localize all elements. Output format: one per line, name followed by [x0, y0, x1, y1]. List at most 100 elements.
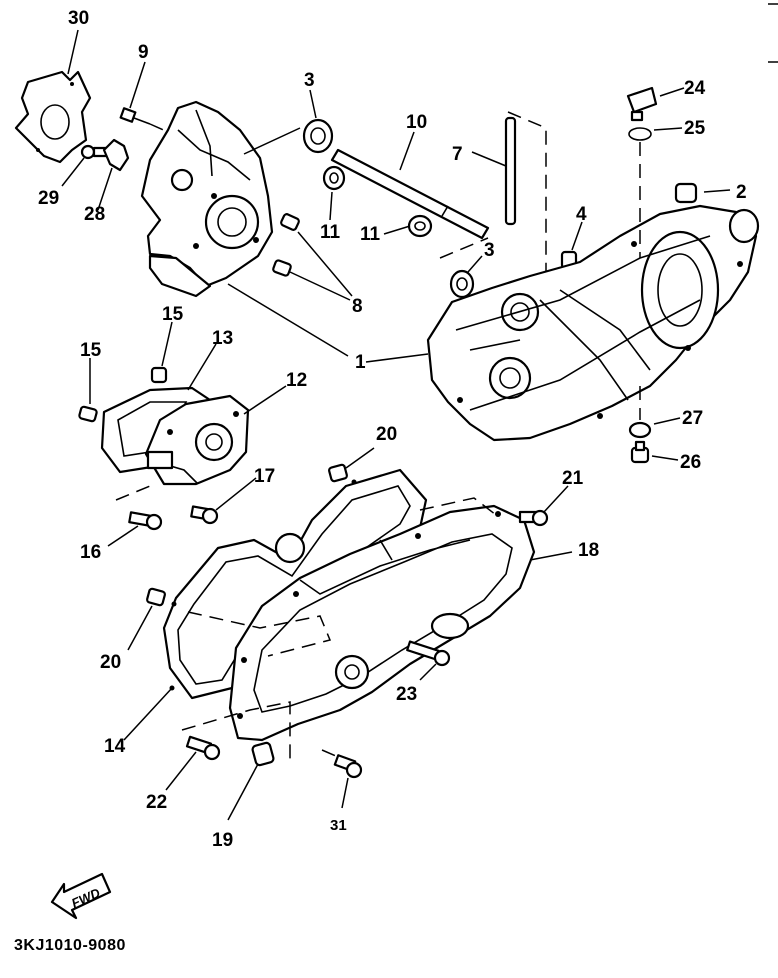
part-9-bolt — [119, 107, 151, 125]
callout-labels: 1 2 3 3 4 7 8 9 10 11 11 12 13 14 15 15 … — [38, 8, 747, 851]
callout-8: 8 — [352, 296, 363, 317]
part-26-bolt — [630, 440, 650, 464]
leader-11b — [383, 225, 411, 235]
leader-7 — [471, 151, 507, 167]
leader-14 — [123, 687, 173, 741]
callout-17: 17 — [254, 466, 275, 487]
callout-24: 24 — [684, 78, 706, 99]
leader-27 — [653, 417, 681, 425]
part-8-dowel-lower — [272, 259, 292, 277]
leader-19 — [227, 763, 259, 821]
callout-15-a: 15 — [162, 304, 184, 325]
callout-14: 14 — [104, 736, 126, 757]
leader-31 — [341, 777, 349, 809]
callout-11-upper: 11 — [320, 222, 341, 243]
part-12-cover — [144, 394, 250, 486]
leader-20a — [345, 447, 375, 469]
leader-26 — [651, 455, 679, 461]
callout-9: 9 — [138, 42, 149, 63]
part-10-shaft — [330, 148, 490, 240]
callout-22: 22 — [146, 792, 167, 813]
guide-9 — [149, 123, 169, 133]
right-crankcase-half — [426, 204, 758, 442]
part-30-gasket-plate — [14, 70, 92, 164]
diagram-code: 3KJ1010-9080 — [14, 937, 126, 954]
callout-15-b: 15 — [80, 340, 102, 361]
callout-2: 2 — [736, 182, 747, 203]
callout-1: 1 — [355, 352, 366, 373]
leader-4 — [571, 221, 583, 251]
callout-23: 23 — [396, 684, 417, 705]
part-25-o-ring — [628, 127, 652, 141]
leader-21 — [543, 485, 569, 513]
part-22-bolt — [185, 735, 221, 761]
guide-bearing-3a — [243, 127, 301, 155]
callout-12: 12 — [286, 370, 307, 391]
leader-10 — [399, 131, 415, 171]
part-16-bolt — [128, 511, 163, 531]
callout-30: 30 — [68, 8, 89, 29]
part-23-bolt — [406, 640, 451, 667]
part-15-dowel-b — [78, 405, 98, 423]
callout-10: 10 — [406, 112, 427, 133]
leader-20b — [127, 605, 153, 651]
callout-31: 31 — [330, 817, 347, 834]
guide-3b — [439, 237, 489, 259]
guide-22 — [181, 701, 291, 760]
leader-2 — [703, 189, 731, 193]
guide-7 — [507, 111, 547, 276]
callout-28: 28 — [84, 204, 105, 225]
part-3-bearing-upper — [302, 118, 334, 154]
callout-20-lower: 20 — [100, 652, 121, 673]
leader-17 — [215, 477, 257, 511]
part-20-dowel-lower — [146, 587, 166, 607]
leader-22 — [165, 751, 197, 791]
callout-3-lower: 3 — [484, 240, 495, 261]
leader-8b — [289, 271, 351, 301]
part-3-bearing-lower — [449, 269, 475, 299]
callout-3-upper: 3 — [304, 70, 315, 91]
leader-3b — [467, 255, 483, 273]
leader-30 — [67, 29, 79, 75]
part-11-seal-lower — [407, 214, 433, 238]
part-8-dowel-upper — [280, 213, 300, 231]
callout-20-upper: 20 — [376, 424, 397, 445]
leader-9 — [129, 61, 146, 109]
callout-29: 29 — [38, 188, 59, 209]
part-28-bracket — [102, 138, 130, 172]
guide-31 — [321, 749, 337, 757]
leader-24 — [659, 87, 685, 97]
callout-18: 18 — [578, 540, 599, 561]
part-15-dowel-a — [150, 366, 168, 384]
part-11-seal-upper — [322, 165, 346, 191]
callout-25: 25 — [684, 118, 706, 139]
leader-1-left — [227, 283, 349, 357]
part-19-dowel — [251, 741, 275, 767]
leader-29 — [61, 157, 85, 187]
callout-16: 16 — [80, 542, 101, 563]
part-18-crankcase-cover — [228, 504, 536, 742]
part-2-boss — [728, 208, 760, 244]
part-2-bushing — [674, 182, 698, 204]
part-24-plug — [626, 86, 658, 122]
leader-13 — [187, 343, 217, 391]
leader-23 — [419, 663, 437, 681]
leader-11a — [329, 191, 333, 221]
leader-3a — [309, 89, 317, 119]
part-21-bolt — [518, 509, 549, 527]
leader-18 — [529, 551, 573, 561]
leader-28 — [97, 167, 113, 211]
leader-16 — [107, 525, 139, 547]
part-27-washer — [628, 421, 652, 439]
leader-15a — [161, 321, 173, 367]
part-17-bolt — [190, 505, 219, 525]
leader-8a — [297, 231, 353, 297]
part-31-bolt — [333, 754, 363, 779]
leader-1-right — [365, 353, 429, 363]
guide-14 — [187, 611, 332, 657]
callout-26: 26 — [680, 452, 701, 473]
left-crankcase-half — [140, 100, 274, 298]
callout-11-lower: 11 — [360, 224, 381, 245]
callout-13: 13 — [212, 328, 233, 349]
